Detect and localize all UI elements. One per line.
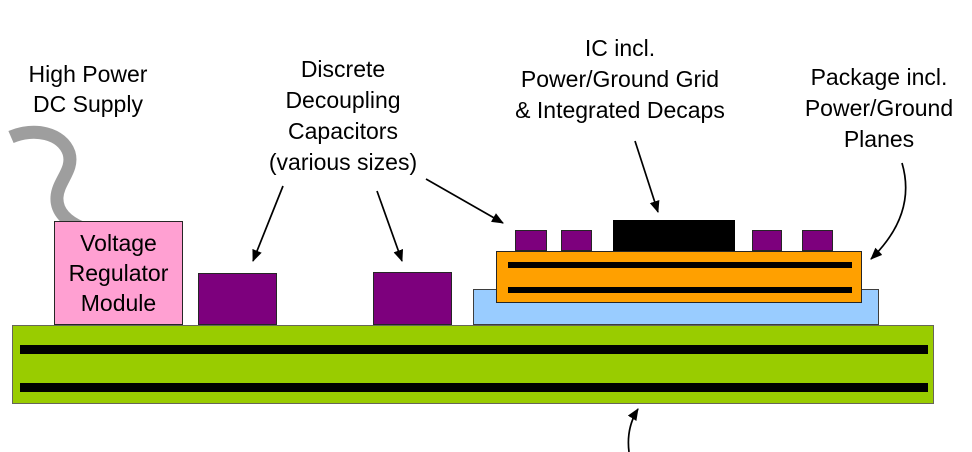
pcb-power-plane <box>20 345 928 354</box>
package-decap-2 <box>561 230 592 251</box>
arrow-to-ic-icon <box>634 140 660 213</box>
label-discrete-decoupling-capacitors: Discrete Decoupling Capacitors (various … <box>268 56 418 175</box>
vrm-label: Voltage Regulator Module <box>68 230 169 316</box>
arrow-to-board-icon <box>627 408 639 452</box>
package-decap-4 <box>802 230 833 251</box>
package-ground-plane <box>508 287 852 293</box>
dc-supply-wire-icon <box>8 125 85 234</box>
arrow-to-package-icon <box>870 162 907 260</box>
vrm-box: Voltage Regulator Module <box>54 221 183 325</box>
arrow-to-cap-2-icon <box>376 190 404 262</box>
label-ic-power-ground-grid: IC incl. Power/Ground Grid & Integrated … <box>515 35 725 123</box>
package-body <box>496 251 862 303</box>
arrow-to-package-decaps-icon <box>425 178 504 224</box>
pcb-board <box>12 325 934 404</box>
package-power-plane <box>508 262 852 268</box>
arrow-to-cap-1-icon <box>252 185 284 262</box>
label-high-power-dc-supply: High Power DC Supply <box>28 61 148 117</box>
package-decap-1 <box>515 230 547 251</box>
decoupling-cap-large-1 <box>198 273 277 325</box>
pcb-ground-plane <box>20 383 928 392</box>
label-package-power-ground-planes: Package incl. Power/Ground Planes <box>804 64 954 152</box>
package-decap-3 <box>752 230 782 251</box>
ic-die <box>613 220 735 251</box>
decoupling-cap-large-2 <box>373 272 452 325</box>
